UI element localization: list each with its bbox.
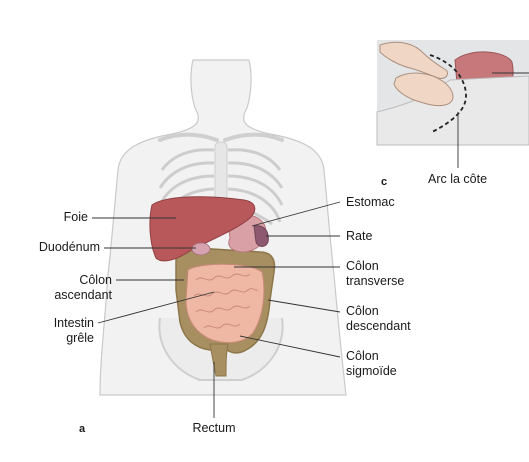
panel-label-c: c [381, 176, 388, 188]
label-colon-descendant: Côlon descendant [346, 304, 411, 334]
leader-intestin-grele [97, 291, 215, 324]
label-colon-sigmoide-line1: Côlon [346, 349, 379, 363]
leader-lines [92, 201, 341, 418]
inset-hand-lower [393, 72, 454, 107]
label-colon-transverse: Côlon transverse [346, 259, 404, 289]
spleen [253, 225, 269, 247]
label-colon-ascendant: Côlon ascendant [20, 273, 112, 303]
right-clavicle [223, 132, 284, 142]
label-colon-descendant-line1: Côlon [346, 304, 379, 318]
label-intestin-grele: Intestin grêle [20, 316, 94, 346]
label-colon-sigmoide-line2: sigmoïde [346, 364, 397, 378]
liver [149, 196, 256, 262]
label-colon-transverse-line2: transverse [346, 274, 405, 288]
inset-hand-upper [379, 41, 449, 79]
panel-label-a: a [79, 423, 86, 435]
label-intestin-grele-line1: Intestin [53, 316, 94, 330]
intestine-loops [193, 273, 259, 329]
label-estomac: Estomac [346, 195, 395, 209]
label-intestin-grele-line2: grêle [66, 331, 94, 345]
leader-colon-sigmoide [239, 335, 341, 358]
sternum [214, 141, 228, 201]
rectum-shape [209, 343, 229, 377]
label-rate: Rate [346, 229, 373, 243]
label-rectum: Rectum [192, 421, 236, 435]
small-intestine [185, 263, 265, 343]
leader-colon-descendant [267, 299, 341, 313]
costal-arc-line [429, 54, 467, 133]
label-colon-ascendant-line1: Côlon [79, 273, 112, 287]
label-colon-transverse-line1: Côlon [346, 259, 379, 273]
label-colon-descendant-line2: descendant [346, 319, 411, 333]
label-colon-ascendant-line2: ascendant [54, 288, 112, 302]
left-clavicle [158, 132, 219, 142]
label-colon-sigmoide: Côlon sigmoïde [346, 349, 397, 379]
duodenum-shape [191, 242, 211, 256]
leader-estomac [251, 201, 341, 227]
label-foie: Foie [63, 210, 88, 224]
inset-panel [376, 40, 529, 168]
label-arc-costal: Arc la côte [428, 172, 488, 186]
label-duodenum: Duodénum [38, 240, 100, 254]
